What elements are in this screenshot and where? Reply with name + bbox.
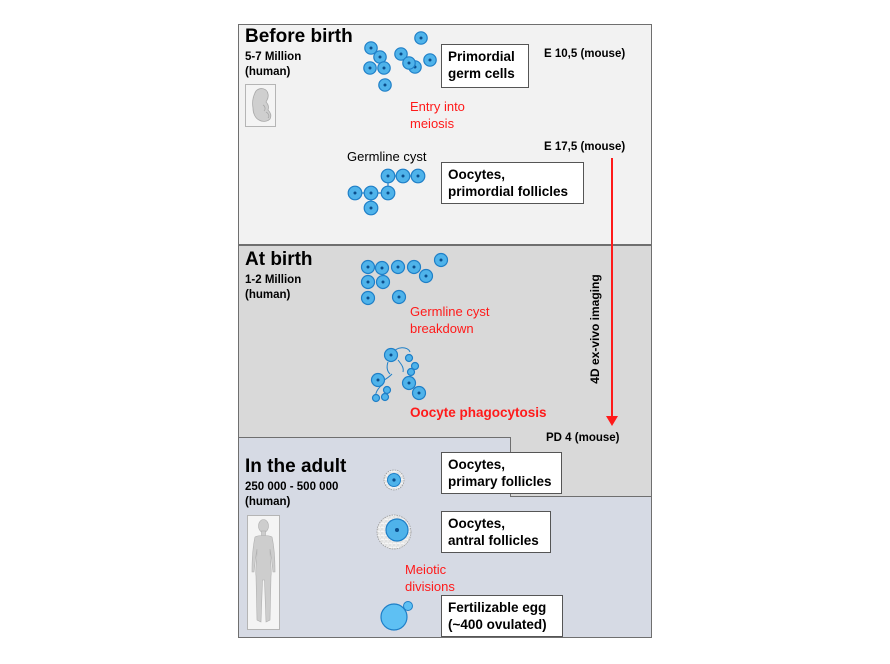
stage-e10-5: E 10,5 (mouse) xyxy=(544,48,626,60)
dispersed-oocyte xyxy=(406,259,422,275)
stage-e17-5: E 17,5 (mouse) xyxy=(544,141,626,153)
primordial-germ-cell xyxy=(378,78,392,92)
cyst-oocyte xyxy=(380,185,396,201)
dispersed-oocyte xyxy=(360,274,376,290)
arrow-head xyxy=(606,416,618,426)
stage-pd4: PD 4 (mouse) xyxy=(546,432,620,444)
label-primordial-germ-cells: Primordial germ cells xyxy=(441,44,529,88)
primordial-germ-cell xyxy=(364,41,378,55)
cyst-oocyte xyxy=(363,185,379,201)
dispersed-oocyte xyxy=(360,259,376,275)
primordial-germ-cell xyxy=(377,61,391,75)
section-title-before-birth: Before birth xyxy=(245,26,353,47)
section-divider xyxy=(238,244,652,245)
cyst-oocyte xyxy=(380,168,396,184)
apoptotic-fragment xyxy=(382,385,392,395)
adult-count: 250 000 - 500 000 (human) xyxy=(245,481,339,508)
primordial-germ-cell xyxy=(423,53,437,67)
primordial-germ-cell xyxy=(414,31,428,45)
phagocytosed-oocyte xyxy=(411,385,427,401)
phagocytosed-oocyte xyxy=(370,372,386,388)
event-germline-cyst-breakdown: Germline cyst breakdown xyxy=(410,304,490,336)
female-body-icon xyxy=(247,515,280,630)
dispersed-oocyte xyxy=(418,268,434,284)
dispersed-oocyte xyxy=(390,259,406,275)
primordial-germ-cell xyxy=(394,47,408,61)
cyst-oocyte xyxy=(347,185,363,201)
event-oocyte-phagocytosis: Oocyte phagocytosis xyxy=(410,405,547,420)
dispersed-oocyte xyxy=(374,260,390,276)
apoptotic-fragment xyxy=(371,393,381,403)
before-birth-count: 5-7 Million (human) xyxy=(245,51,302,78)
section-title-adult: In the adult xyxy=(245,456,347,477)
fertilizable-egg xyxy=(380,601,413,631)
apoptotic-fragment xyxy=(406,367,416,377)
cyst-oocyte xyxy=(363,200,379,216)
label-oocytes-antral-follicles: Oocytes, antral follicles xyxy=(441,511,551,553)
label-oocytes-primordial-follicles: Oocytes, primordial follicles xyxy=(441,162,584,204)
apoptotic-fragment xyxy=(410,361,420,371)
at-birth-count: 1-2 Million (human) xyxy=(245,274,302,301)
dispersed-oocyte xyxy=(375,274,391,290)
cyst-oocyte xyxy=(410,168,426,184)
label-germline-cyst: Germline cyst xyxy=(347,149,427,164)
primordial-germ-cell xyxy=(402,56,416,70)
cyst-oocyte xyxy=(395,168,411,184)
apoptotic-fragment xyxy=(380,392,390,402)
fetus-icon xyxy=(245,84,276,127)
label-fertilizable-egg: Fertilizable egg (~400 ovulated) xyxy=(441,595,563,637)
phagocytosed-oocyte xyxy=(401,375,417,391)
event-entry-into-meiosis: Entry into meiosis xyxy=(410,99,465,131)
primary-follicle xyxy=(383,469,405,491)
antral-follicle xyxy=(376,514,412,550)
apoptotic-fragment xyxy=(404,353,414,363)
label-oocytes-primary-follicles: Oocytes, primary follicles xyxy=(441,452,562,494)
phagocytosed-oocyte xyxy=(383,347,399,363)
section-title-at-birth: At birth xyxy=(245,249,313,270)
primordial-germ-cell xyxy=(363,61,377,75)
dispersed-oocyte xyxy=(433,252,449,268)
event-meiotic-divisions: Meiotic divisions xyxy=(405,562,455,594)
dispersed-oocyte xyxy=(391,289,407,305)
section-divider xyxy=(238,437,511,438)
dispersed-oocyte xyxy=(360,290,376,306)
